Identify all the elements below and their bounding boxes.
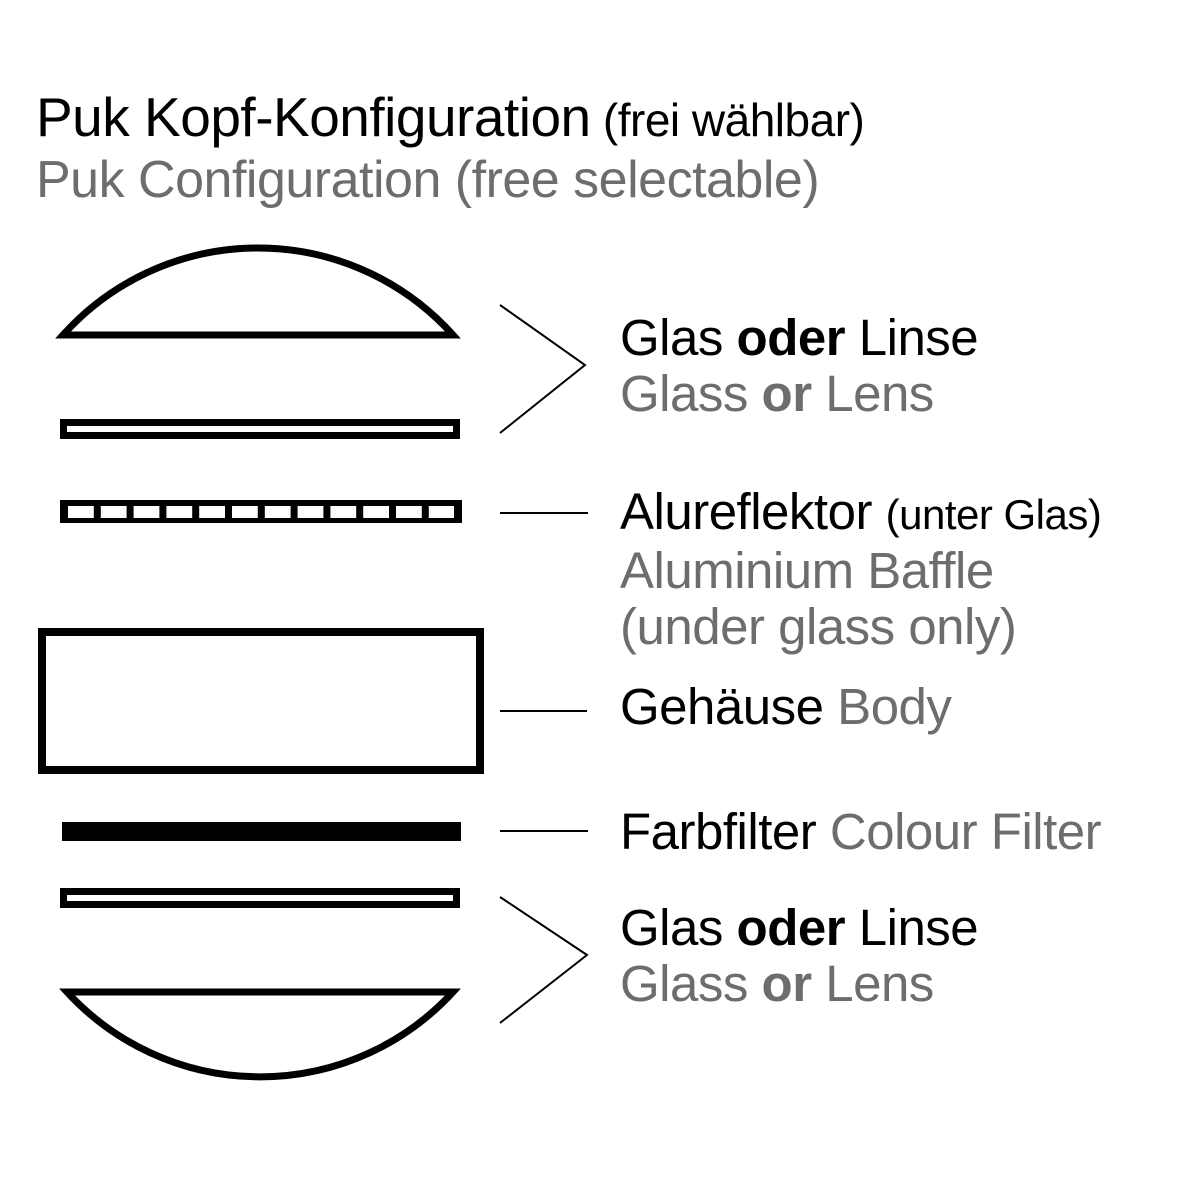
label-filter-line: Farbfilter Colour Filter (620, 803, 1102, 860)
label-baffle-english-line1: Aluminium Baffle (620, 542, 994, 599)
baffle-frame (60, 500, 462, 523)
label-text: Glas (620, 309, 737, 366)
baffle-cell (297, 506, 324, 518)
header: Puk Kopf-Konfiguration (frei wählbar) Pu… (36, 86, 865, 209)
label-body: Gehäuse Body (620, 678, 952, 735)
label-body-german: Gehäuse (620, 678, 838, 735)
label-text-bold: oder (736, 309, 846, 366)
baffle-cell (428, 506, 454, 518)
label-glass-top-english: Glass or Lens (620, 366, 978, 422)
label-text: Glas (620, 899, 737, 956)
glass-bottom-shape (60, 888, 460, 908)
title-german: Puk Kopf-Konfiguration (36, 86, 591, 148)
glass-top-shape (60, 419, 460, 439)
baffle-shape (60, 500, 462, 523)
label-glass-top-german: Glas oder Linse (620, 309, 979, 366)
label-text: Glass (620, 365, 762, 422)
label-text: Lens (811, 955, 934, 1012)
baffle-cell (166, 506, 193, 518)
label-text: Alureflektor (620, 483, 886, 540)
label-text-note: (unter Glas) (885, 491, 1102, 538)
label-text: Glass (620, 955, 762, 1012)
label-filter-german: Farbfilter (620, 803, 830, 860)
label-baffle: Alureflektor (unter Glas) Aluminium Baff… (620, 483, 1102, 655)
label-glass-bottom-english: Glass or Lens (620, 956, 978, 1012)
label-text: Linse (845, 309, 979, 366)
baffle-cell (264, 506, 291, 518)
label-filter-english: Colour Filter (829, 803, 1102, 860)
label-body-english: Body (837, 678, 952, 735)
label-glass-bottom: Glas oder Linse Glass or Lens (620, 899, 979, 1012)
baffle-cell (396, 506, 422, 518)
body-shape (38, 628, 484, 774)
label-text-bold: or (761, 365, 813, 422)
baffle-cell (232, 506, 258, 518)
baffle-cell (133, 506, 160, 518)
lens-top-shape (55, 244, 461, 339)
page-title: Puk Kopf-Konfiguration (frei wählbar) (36, 86, 865, 151)
lens-bottom-shape (59, 988, 461, 1081)
baffle-cell (100, 506, 127, 518)
label-text-bold: or (761, 955, 813, 1012)
label-text: Linse (845, 899, 979, 956)
label-glass-bottom-german: Glas oder Linse (620, 899, 979, 956)
filter-shape (62, 822, 461, 841)
connector-chevron-top (499, 304, 587, 434)
label-glass-top: Glas oder Linse Glass or Lens (620, 309, 979, 422)
page-subtitle: Puk Configuration (free selectable) (36, 151, 820, 209)
label-filter: Farbfilter Colour Filter (620, 803, 1102, 860)
label-baffle-english-line2: (under glass only) (620, 598, 1017, 655)
label-body-line: Gehäuse Body (620, 678, 952, 735)
label-text-bold: oder (736, 899, 846, 956)
connector-chevron-bottom (499, 896, 589, 1024)
baffle-cell (363, 506, 389, 518)
baffle-cell (68, 506, 94, 518)
title-german-note: (frei wählbar) (590, 94, 865, 146)
label-baffle-german: Alureflektor (unter Glas) (620, 483, 1102, 543)
label-text: Lens (811, 365, 934, 422)
baffle-cell (199, 506, 225, 518)
baffle-cell (330, 506, 357, 518)
